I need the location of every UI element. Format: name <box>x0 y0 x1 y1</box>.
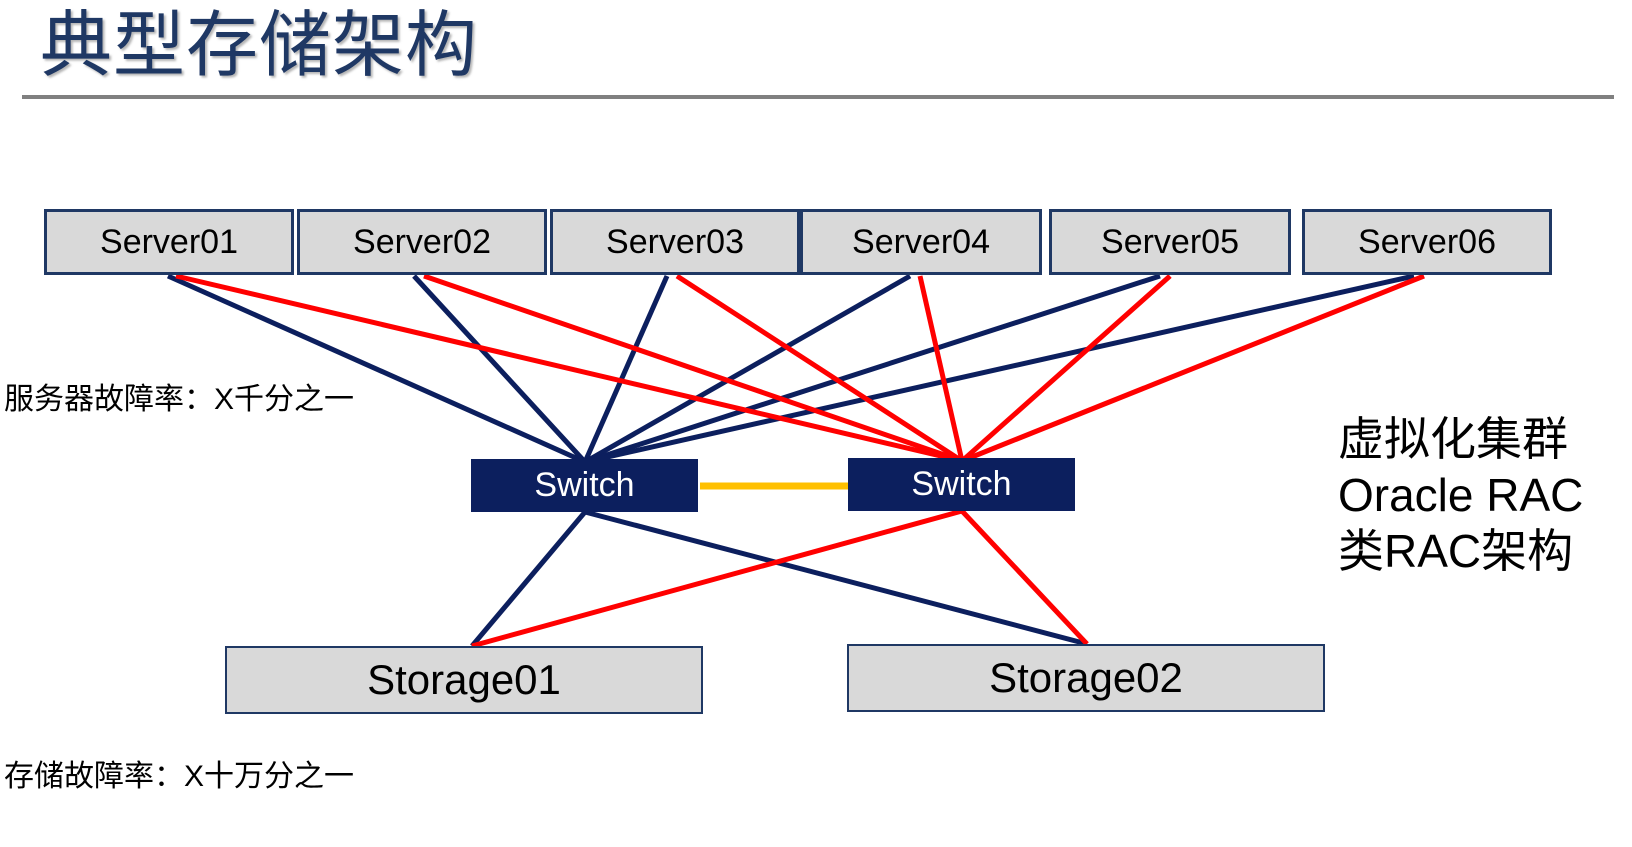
cluster-type-line-2: Oracle RAC <box>1338 469 1584 521</box>
server-node-label: Server01 <box>100 222 238 261</box>
switch-node-left[interactable]: Switch <box>471 459 698 512</box>
server-node-6[interactable]: Server06 <box>1302 209 1552 275</box>
storage-node-1[interactable]: Storage01 <box>225 646 703 714</box>
cluster-type-line-1: 虚拟化集群 <box>1338 413 1568 465</box>
server-node-label: Server02 <box>353 222 491 261</box>
storage-node-2[interactable]: Storage02 <box>847 644 1325 712</box>
link-server5-to-switch-left <box>584 273 1161 465</box>
switch-node-right[interactable]: Switch <box>848 458 1075 511</box>
link-server1-to-switch-left <box>166 273 587 465</box>
link-switch-right-to-storage1 <box>471 508 963 649</box>
navy-link-group <box>166 273 1415 648</box>
server-node-4[interactable]: Server04 <box>800 209 1042 275</box>
server-node-label: Server03 <box>606 222 744 261</box>
server-node-1[interactable]: Server01 <box>44 209 294 275</box>
link-server2-to-switch-left <box>412 274 587 464</box>
link-switch-left-to-storage2 <box>584 509 1088 647</box>
server-node-label: Server05 <box>1101 222 1239 261</box>
link-switch-right-to-storage2 <box>960 509 1089 646</box>
server-node-5[interactable]: Server05 <box>1049 209 1291 275</box>
link-switch-left-to-storage1 <box>470 510 587 648</box>
cluster-type-line-3: 类RAC架构 <box>1338 525 1574 577</box>
link-server4-to-switch-left <box>583 273 912 465</box>
server-node-label: Server04 <box>852 222 990 261</box>
link-server6-to-switch-left <box>584 273 1415 465</box>
server-node-label: Server06 <box>1358 222 1496 261</box>
server-node-3[interactable]: Server03 <box>550 209 800 275</box>
link-server3-to-switch-left <box>582 274 670 464</box>
link-server2-to-switch-right <box>423 273 963 464</box>
link-server3-to-switch-right <box>675 273 964 464</box>
switch-node-label: Switch <box>911 465 1012 503</box>
red-link-group <box>175 273 1425 649</box>
page-title: 典型存储架构 <box>40 6 479 86</box>
storage-node-label: Storage01 <box>367 656 561 703</box>
link-server5-to-switch-right <box>960 274 1172 463</box>
cluster-type-note: 虚拟化集群 Oracle RAC 类RAC架构 <box>1338 411 1583 579</box>
storage-failure-rate-note: 存储故障率：X十万分之一 <box>4 760 355 793</box>
switch-node-label: Switch <box>534 466 635 504</box>
server-failure-rate-note: 服务器故障率：X千分之一 <box>4 383 355 416</box>
link-server1-to-switch-right <box>175 273 963 464</box>
title-divider <box>22 95 1614 99</box>
server-node-2[interactable]: Server02 <box>297 209 547 275</box>
storage-node-label: Storage02 <box>989 654 1183 701</box>
link-server4-to-switch-right <box>917 275 965 462</box>
